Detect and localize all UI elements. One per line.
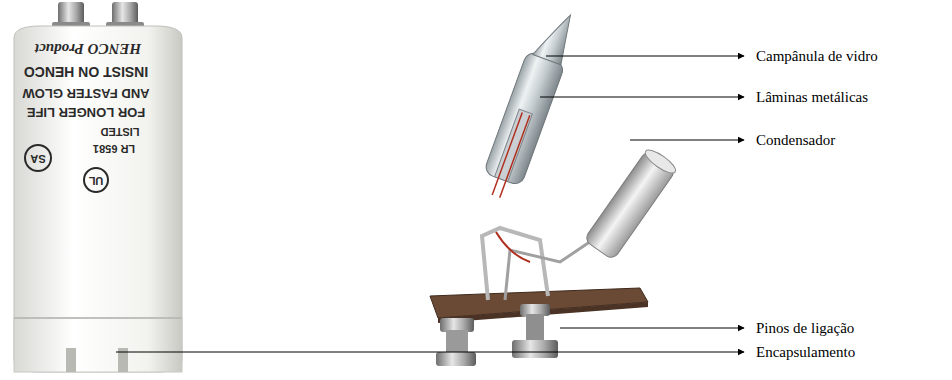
part-label: Lâminas metálicas [756, 90, 868, 105]
certification-mark: UL [89, 175, 104, 186]
leader-line [540, 97, 744, 98]
certification-mark: SA [30, 153, 45, 164]
leader-line [546, 56, 744, 57]
brand-text: INSIST ON HENCO [24, 65, 148, 79]
brand-text: FOR LONGER LIFE [27, 106, 145, 119]
starter-canister [14, 2, 182, 372]
leader-line [116, 352, 744, 353]
starter-internals [430, 5, 679, 366]
leader-line [560, 328, 744, 329]
brand-text: AND FASTER GLOW [22, 87, 149, 100]
listing-text: LR 6581 [93, 143, 135, 154]
brand-text: HENCO Product [35, 41, 141, 56]
part-label: Condensador [756, 133, 835, 148]
leader-lines [116, 56, 744, 352]
leader-line [630, 140, 744, 141]
part-label: Campânula de vidro [756, 49, 878, 64]
part-label: Pinos de ligação [756, 321, 854, 336]
part-label: Encapsulamento [756, 345, 855, 360]
listing-text: LISTED [100, 126, 139, 137]
